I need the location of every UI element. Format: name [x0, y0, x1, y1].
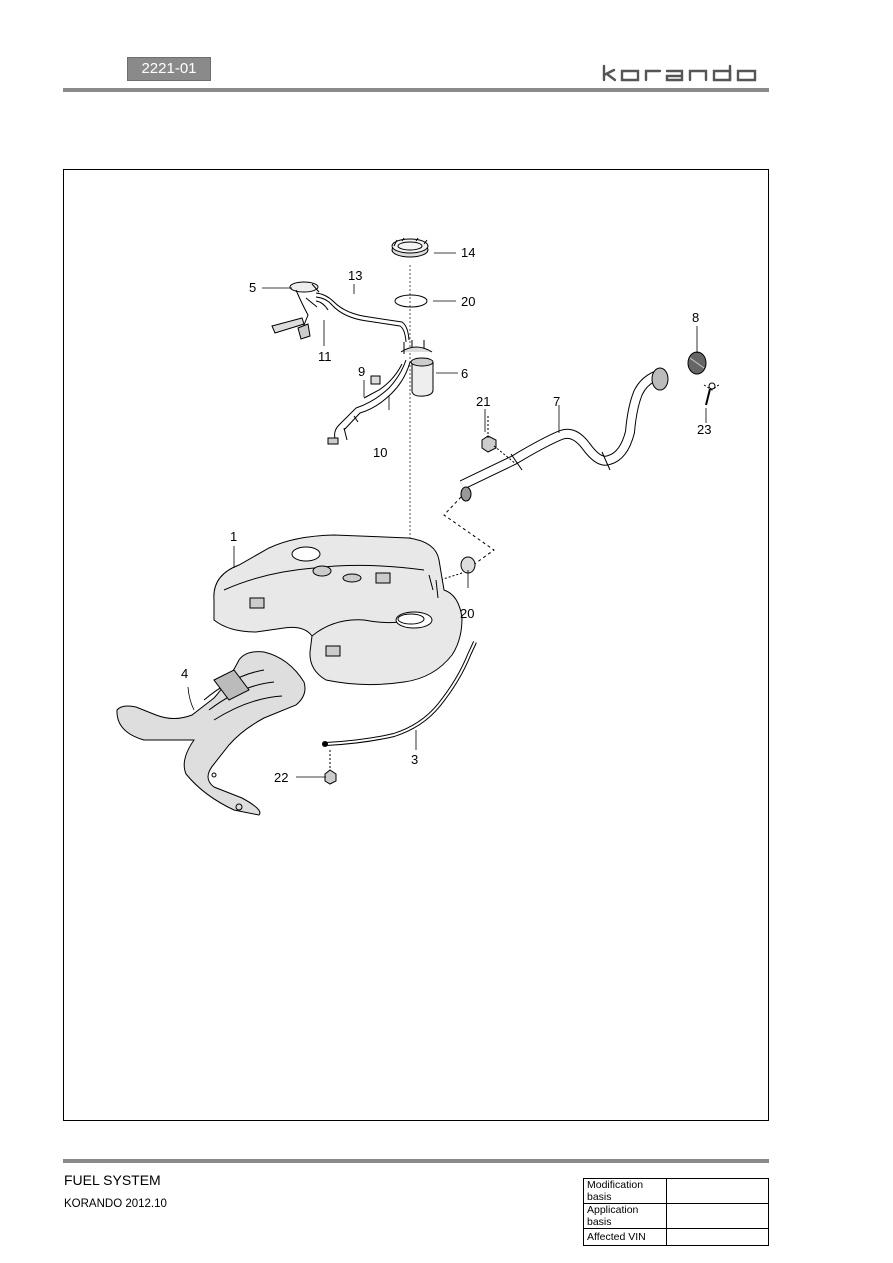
fuel-sender-unit	[271, 281, 320, 340]
fuel-filler-neck	[459, 367, 669, 502]
fuel-pump-module	[400, 340, 434, 397]
section-code-badge: 2221-01	[127, 57, 211, 81]
nut-22	[324, 750, 337, 785]
heat-shield	[116, 651, 306, 816]
callout-5: 5	[249, 280, 256, 295]
section-title: FUEL SYSTEM	[64, 1172, 161, 1188]
diagram-frame: 14 20 13 5 11 6 9 10 8 7 21 23 1 20 4 3 …	[63, 169, 769, 1121]
fuel-cap	[687, 351, 707, 375]
fuel-lines	[315, 292, 410, 343]
nut-21	[481, 416, 517, 465]
model-info: KORANDO 2012.10	[64, 1198, 167, 1210]
hose-clamp	[439, 556, 476, 581]
callout-12: 13	[348, 268, 362, 283]
callout-8: 8	[692, 310, 699, 325]
o-ring	[394, 294, 428, 308]
callout-6: 6	[461, 366, 468, 381]
basis-table: Modification basis Application basis Aff…	[583, 1178, 769, 1246]
callout-3: 3	[411, 752, 418, 767]
footer-rule	[63, 1159, 769, 1163]
table-row: Affected VIN	[583, 1228, 769, 1246]
application-basis-label: Application basis	[583, 1203, 667, 1229]
exploded-parts-diagram: 14 20 13 5 11 6 9 10 8 7 21 23 1 20 4 3 …	[116, 237, 721, 816]
callout-7: 7	[553, 394, 560, 409]
modification-basis-label: Modification basis	[583, 1178, 667, 1204]
korando-logo	[602, 64, 757, 82]
callout-21: 21	[476, 394, 490, 409]
callout-10: 10	[373, 445, 387, 460]
callout-20: 20	[460, 606, 474, 621]
application-basis-value	[666, 1203, 769, 1229]
callout-14: 20	[461, 294, 475, 309]
table-row: Modification basis	[583, 1178, 769, 1204]
tank-strap	[322, 641, 477, 747]
affected-vin-value	[666, 1228, 769, 1246]
lock-ring	[391, 237, 429, 258]
bolt	[703, 382, 721, 406]
affected-vin-label: Affected VIN	[583, 1228, 667, 1246]
callout-23: 23	[697, 422, 711, 437]
callout-1: 1	[230, 529, 237, 544]
callout-11: 11	[318, 349, 332, 364]
modification-basis-value	[666, 1178, 769, 1204]
callout-13: 14	[461, 245, 475, 260]
callout-9: 9	[358, 364, 365, 379]
wiring-harness	[327, 359, 411, 445]
callout-4: 4	[181, 666, 188, 681]
header-rule	[63, 88, 769, 92]
table-row: Application basis	[583, 1203, 769, 1229]
fuel-tank	[213, 534, 463, 686]
callout-22: 22	[274, 770, 288, 785]
